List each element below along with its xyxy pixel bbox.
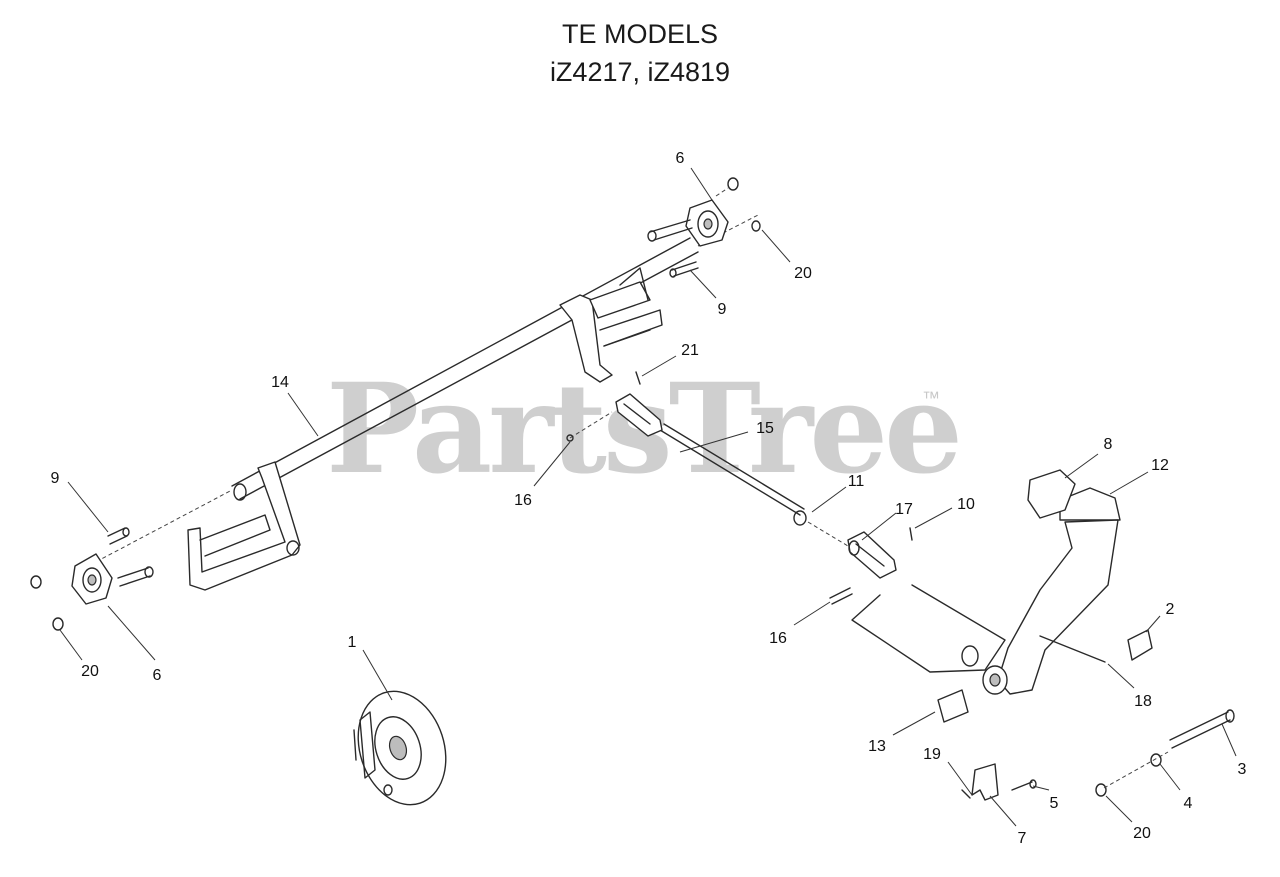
callout-15: 15 (756, 420, 774, 437)
callout-11: 11 (848, 473, 865, 490)
leader-lines (59, 167, 1237, 827)
link-rod-part-15 (566, 371, 807, 526)
callout-12: 12 (1151, 457, 1169, 474)
callout-16-upper: 16 (514, 492, 532, 509)
flange-bearing-lower-part-6 (30, 527, 154, 631)
callout-5: 5 (1050, 795, 1059, 812)
lower-hardware-parts (961, 709, 1235, 801)
brake-pedal-arm-part-12 (829, 469, 1153, 723)
callout-8: 8 (1104, 436, 1113, 453)
callout-7: 7 (1018, 830, 1027, 847)
callout-20-upper: 20 (794, 265, 812, 282)
left-shaft-bracket (187, 461, 301, 591)
diagram-title: TE MODELS (561, 19, 719, 49)
callout-6-lower: 6 (153, 667, 162, 684)
callout-18: 18 (1134, 693, 1152, 710)
flange-bearing-upper-part-6 (647, 177, 739, 247)
callout-20-left: 20 (81, 663, 99, 680)
callout-2: 2 (1166, 601, 1175, 618)
callout-9-upper: 9 (718, 301, 727, 318)
callout-4: 4 (1184, 795, 1193, 812)
callout-13: 13 (868, 738, 886, 755)
diagram-subtitle-models: iZ4217, iZ4819 (549, 57, 731, 87)
callout-10: 10 (957, 496, 975, 513)
callout-3: 3 (1238, 761, 1247, 778)
callout-6-upper: 6 (676, 150, 685, 167)
callout-16-lower: 16 (769, 630, 787, 647)
callout-9-lower: 9 (51, 470, 60, 487)
trademark-symbol: ™ (922, 388, 940, 408)
callout-14: 14 (271, 374, 289, 391)
upper-shaft-bracket (559, 267, 663, 383)
bolt-upper-part-9 (669, 220, 761, 278)
rod-end-coupler-part-17 (807, 521, 913, 579)
callout-17: 17 (895, 501, 913, 518)
cross-shaft-part-14 (89, 213, 761, 566)
callout-1: 1 (348, 634, 357, 651)
callout-20-lower-right: 20 (1133, 825, 1151, 842)
callout-21: 21 (681, 342, 699, 359)
brake-disc-hub-part-1 (353, 690, 447, 806)
callout-19: 19 (923, 746, 941, 763)
